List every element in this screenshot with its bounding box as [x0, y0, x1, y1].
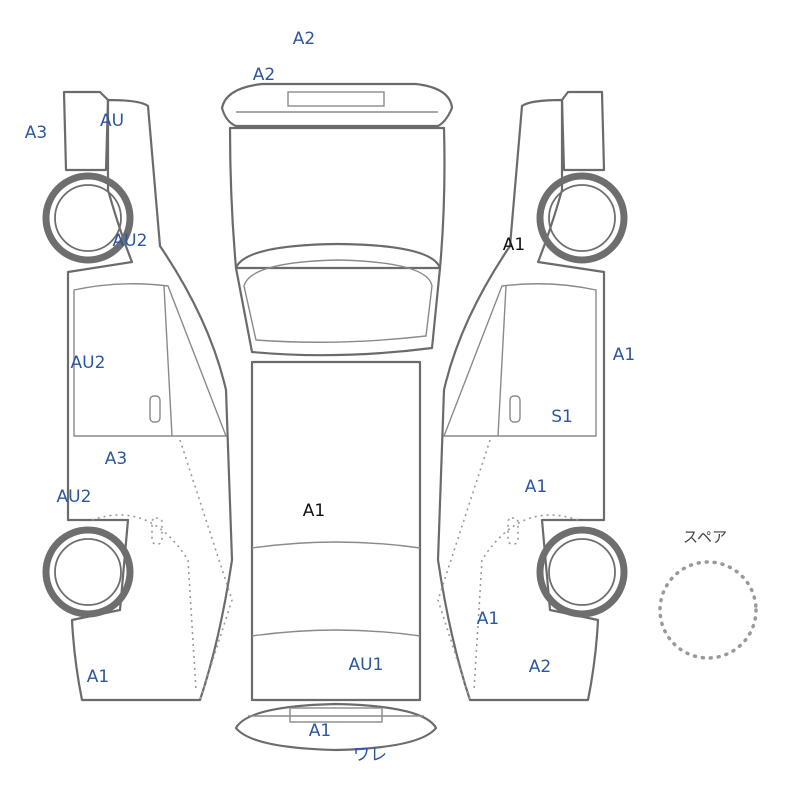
right-rear-tire	[536, 526, 628, 618]
top-view-rear-bumper	[234, 702, 438, 752]
grade-label-trunk: AU1	[349, 655, 384, 675]
right-side-body	[436, 98, 606, 702]
top-view-hood	[228, 126, 446, 270]
top-view-windshield	[234, 242, 442, 357]
grade-label-right-rear-bumper: A2	[529, 657, 551, 677]
left-front-bumper	[62, 90, 110, 172]
grade-label-right-door-handle: S1	[551, 407, 573, 427]
grade-label-rear-spoiler: A2	[253, 65, 275, 85]
grade-label-right-front-pillar: A1	[613, 345, 635, 365]
left-side-body	[66, 98, 234, 702]
rear-damage-note: ワレ	[353, 745, 387, 765]
top-view-car	[220, 82, 454, 752]
grade-label-right-front-fender: A1	[503, 235, 525, 255]
left-side-view-car	[42, 90, 234, 702]
right-front-bumper	[560, 90, 606, 172]
grade-label-left-front-edge: A3	[25, 123, 47, 143]
grade-label-roof-center: A1	[303, 501, 325, 521]
right-front-tire	[536, 172, 628, 264]
right-side-view-car	[436, 90, 628, 702]
left-front-tire	[42, 172, 134, 264]
grade-label-left-rocker: A3	[105, 449, 127, 469]
grade-label-left-rear-bumper: A1	[87, 667, 109, 687]
grade-label-rear-bumper: A1	[309, 721, 331, 741]
grade-label-right-rear-door: A1	[525, 477, 547, 497]
grade-label-left-rear-door: AU2	[57, 487, 92, 507]
grade-label-left-front-door: AU2	[71, 353, 106, 373]
spare-label: スペア	[683, 528, 727, 546]
grade-label-roof-rear-top: A2	[293, 29, 315, 49]
top-view-roof	[250, 360, 422, 702]
top-view-front-bumper	[220, 82, 454, 128]
left-rear-tire	[42, 526, 134, 618]
spare-tire-marker	[658, 560, 758, 660]
grade-label-left-front-fender: AU2	[113, 231, 148, 251]
grade-label-right-rear-quarter: A1	[477, 609, 499, 629]
grade-label-left-front-fender-top: AU	[100, 111, 124, 131]
